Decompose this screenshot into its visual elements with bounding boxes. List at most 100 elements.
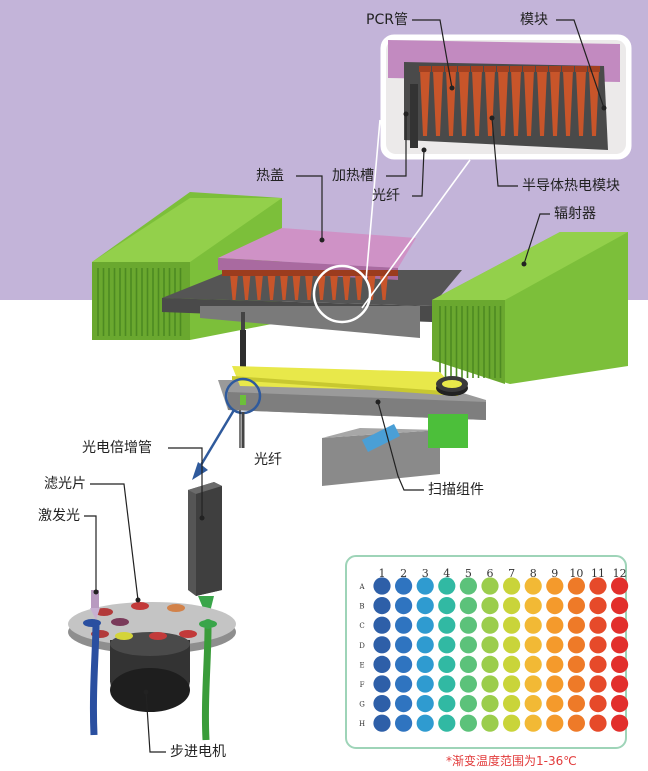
plate-well bbox=[546, 616, 564, 634]
pcr-tube bbox=[511, 70, 521, 136]
filter-slot bbox=[179, 630, 197, 638]
filter-slot bbox=[131, 602, 149, 610]
plate-well bbox=[524, 695, 542, 713]
plate-well bbox=[546, 714, 564, 732]
plate-well bbox=[416, 597, 434, 615]
plate-well bbox=[459, 577, 477, 595]
plate-well bbox=[438, 675, 456, 693]
pcr-tube-cap bbox=[484, 66, 496, 72]
plate-well bbox=[589, 577, 607, 595]
pcr-tube-cap bbox=[419, 66, 431, 72]
label-fiber-top: 光纤 bbox=[372, 188, 400, 204]
plate-well bbox=[524, 655, 542, 674]
plate-well bbox=[567, 616, 586, 634]
pcr-tube-cap bbox=[471, 66, 483, 72]
plate-column-label: 10 bbox=[569, 567, 583, 580]
plate-well bbox=[567, 636, 586, 654]
plate-well bbox=[503, 675, 521, 693]
pcr-tube-row bbox=[230, 274, 388, 300]
plate-well bbox=[481, 675, 499, 693]
plate-well bbox=[589, 636, 607, 654]
plate-well bbox=[611, 577, 629, 595]
plate-well bbox=[567, 714, 586, 732]
plate-well bbox=[438, 714, 456, 732]
plate-footnote: *渐变温度范围为1-36℃ bbox=[446, 754, 577, 768]
fiber-connector bbox=[240, 330, 246, 370]
plate-well bbox=[416, 714, 434, 732]
plate-column-label: 6 bbox=[487, 567, 494, 580]
plate-well bbox=[611, 636, 629, 654]
plate-row-label: E bbox=[359, 661, 364, 669]
plate-well bbox=[438, 597, 456, 615]
plate-well bbox=[459, 675, 477, 693]
pcr-tube-cap bbox=[549, 66, 561, 72]
plate-well bbox=[481, 597, 499, 615]
pcr-tube bbox=[292, 274, 301, 300]
pcr-tube-cap bbox=[432, 66, 444, 72]
label-pcr-tube: PCR管 bbox=[366, 12, 408, 28]
pcr-tube bbox=[342, 274, 351, 300]
plate-column-label: 7 bbox=[508, 567, 515, 580]
pcr-tube-cap bbox=[536, 66, 548, 72]
plate-well bbox=[503, 655, 521, 674]
plate-row-label: B bbox=[359, 603, 364, 611]
pcr-tube bbox=[305, 274, 313, 300]
plate-well bbox=[416, 616, 434, 634]
plate-well bbox=[589, 714, 607, 732]
pcr-tube-cap bbox=[562, 66, 574, 72]
plate-well bbox=[524, 577, 542, 595]
plate-well bbox=[373, 616, 391, 634]
plate-well bbox=[459, 597, 477, 615]
plate-well bbox=[373, 695, 391, 713]
plate-column-label: 8 bbox=[530, 567, 537, 580]
plate-row-label: D bbox=[359, 642, 365, 650]
pcr-tube bbox=[420, 70, 430, 136]
zoom-inset bbox=[380, 34, 632, 160]
plate-well bbox=[611, 675, 629, 693]
plate-well bbox=[373, 714, 391, 732]
pcr-tube bbox=[550, 70, 560, 136]
plate-well bbox=[546, 655, 564, 674]
plate-well bbox=[589, 695, 607, 713]
right-radiator bbox=[432, 232, 628, 384]
plate-well bbox=[416, 675, 434, 693]
pcr-tube bbox=[576, 70, 586, 136]
label-filter: 滤光片 bbox=[44, 476, 86, 492]
filter-slot bbox=[167, 604, 185, 612]
plate-well bbox=[503, 577, 521, 595]
plate-well bbox=[481, 695, 499, 713]
plate-column-label: 5 bbox=[465, 567, 472, 580]
label-pmt: 光电倍增管 bbox=[82, 440, 152, 456]
plate-column-label: 1 bbox=[379, 567, 386, 580]
plate-column-label: 2 bbox=[400, 567, 407, 580]
pcr-tube bbox=[524, 70, 534, 136]
plate-well bbox=[395, 675, 413, 693]
plate-well bbox=[546, 695, 564, 713]
leader-dots bbox=[93, 85, 607, 695]
plate-well bbox=[395, 577, 413, 595]
plate-row-label: H bbox=[359, 720, 365, 728]
pcr-tube bbox=[537, 70, 547, 136]
plate-well bbox=[395, 695, 413, 713]
label-excitation: 激发光 bbox=[38, 508, 80, 524]
plate-well bbox=[395, 714, 413, 732]
plate-well bbox=[438, 577, 456, 595]
plate-well bbox=[589, 616, 607, 634]
pcr-tube bbox=[267, 274, 276, 300]
plate-well bbox=[459, 714, 477, 732]
plate-well bbox=[438, 695, 456, 713]
pcr-tube-cap bbox=[458, 66, 470, 72]
plate-well bbox=[524, 597, 542, 615]
plate-well bbox=[416, 636, 434, 654]
plate-well bbox=[589, 597, 607, 615]
pcr-tube bbox=[255, 274, 263, 300]
pcr-tube-cap bbox=[497, 66, 509, 72]
plate-well bbox=[567, 655, 586, 674]
pcr-tube bbox=[355, 274, 363, 300]
plate-well bbox=[373, 655, 391, 674]
plate-well bbox=[373, 675, 391, 693]
plate-column-label: 12 bbox=[613, 567, 627, 580]
